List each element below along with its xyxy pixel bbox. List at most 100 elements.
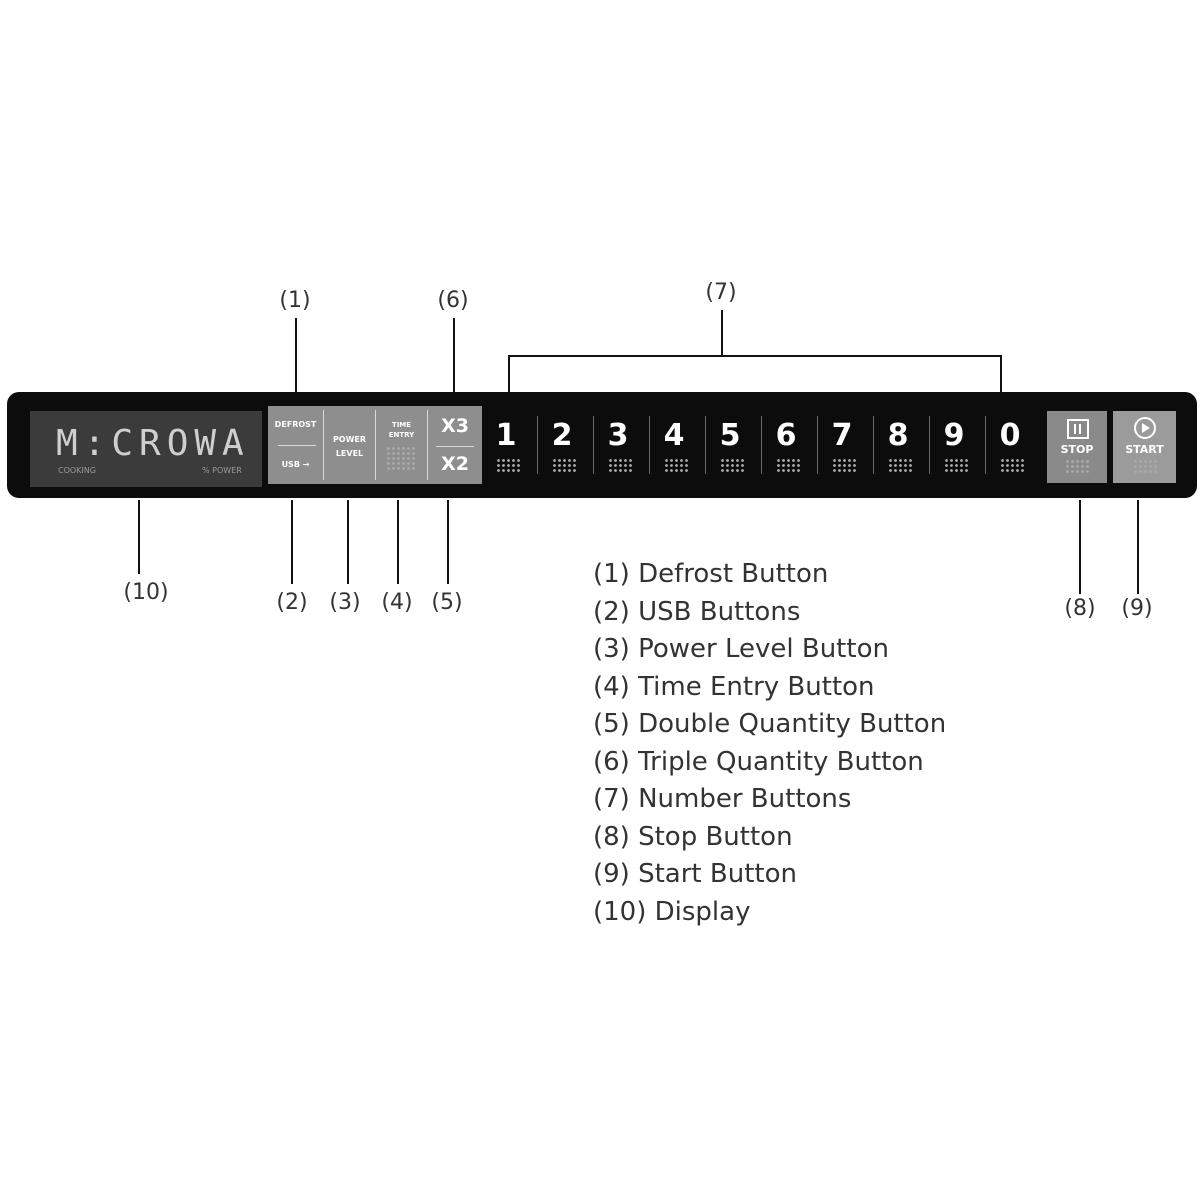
braille-dots — [664, 458, 688, 472]
time-entry-line1: TIME — [391, 421, 412, 429]
number-label: 0 — [999, 418, 1021, 453]
leader-line-10 — [138, 500, 140, 574]
divider — [817, 416, 818, 474]
number-label: 8 — [887, 418, 909, 453]
bracket-left-leg — [508, 355, 510, 392]
display-cooking-label: COOKING — [58, 466, 96, 475]
braille-dots — [1065, 459, 1089, 473]
braille-dots — [888, 458, 912, 472]
number-label: 4 — [663, 418, 685, 453]
bracket-number-buttons — [508, 355, 1002, 357]
callout-8: (8) — [1064, 596, 1096, 621]
legend-item: (8) Stop Button — [593, 821, 793, 852]
usb-icon: → — [302, 460, 310, 469]
leader-line-5 — [447, 500, 449, 584]
divider — [278, 445, 316, 446]
display: M:CROWA COOKING % POWER — [30, 411, 262, 487]
braille-dots — [496, 458, 520, 472]
number-button-9[interactable]: 9 — [930, 412, 982, 478]
display-power-label: % POWER — [202, 466, 242, 475]
divider — [593, 416, 594, 474]
bracket-right-leg — [1000, 355, 1002, 392]
power-level-button[interactable]: POWER LEVEL — [324, 433, 375, 461]
number-button-3[interactable]: 3 — [594, 412, 646, 478]
legend-item: (2) USB Buttons — [593, 596, 801, 627]
leader-line-1 — [295, 318, 297, 392]
power-level-line1: POWER — [332, 435, 367, 444]
legend-item: (6) Triple Quantity Button — [593, 746, 924, 777]
number-label: 9 — [943, 418, 965, 453]
divider — [929, 416, 930, 474]
callout-10: (10) — [123, 580, 169, 605]
usb-label: USB — [281, 460, 300, 469]
braille-dots — [944, 458, 968, 472]
divider — [436, 446, 474, 447]
divider — [427, 410, 428, 480]
legend-item: (4) Time Entry Button — [593, 671, 875, 702]
number-button-6[interactable]: 6 — [762, 412, 814, 478]
start-button[interactable]: START — [1113, 411, 1176, 483]
number-button-0[interactable]: 0 — [986, 412, 1038, 478]
number-button-7[interactable]: 7 — [818, 412, 870, 478]
number-label: 7 — [831, 418, 853, 453]
divider — [323, 410, 324, 480]
leader-line-8 — [1079, 500, 1081, 594]
braille-dots — [720, 458, 744, 472]
callout-2: (2) — [276, 590, 308, 615]
leader-line-3 — [347, 500, 349, 584]
number-label: 2 — [551, 418, 573, 453]
number-label: 3 — [607, 418, 629, 453]
legend-item: (7) Number Buttons — [593, 784, 852, 814]
callout-1: (1) — [279, 288, 311, 313]
play-icon — [1134, 417, 1156, 439]
callout-6: (6) — [437, 288, 469, 313]
callout-3: (3) — [329, 590, 361, 615]
number-button-1[interactable]: 1 — [482, 412, 534, 478]
number-label: 5 — [719, 418, 741, 453]
number-button-5[interactable]: 5 — [706, 412, 758, 478]
usb-button[interactable]: USB → — [268, 460, 323, 469]
divider — [649, 416, 650, 474]
stop-label: STOP — [1060, 443, 1094, 456]
leader-line-6 — [453, 318, 455, 392]
leader-line-7 — [721, 310, 723, 356]
time-entry-line2: ENTRY — [388, 431, 415, 439]
braille-dots — [832, 458, 856, 472]
legend-item: (5) Double Quantity Button — [593, 709, 947, 739]
braille-dots — [386, 446, 416, 472]
braille-dots — [776, 458, 800, 472]
legend-item: (10) Display — [593, 896, 751, 927]
time-entry-button[interactable]: TIME ENTRY — [376, 420, 427, 440]
number-button-4[interactable]: 4 — [650, 412, 702, 478]
callout-5: (5) — [431, 590, 463, 615]
divider — [375, 410, 376, 480]
callout-7: (7) — [705, 280, 737, 305]
display-text: M:CROWA — [56, 423, 250, 464]
divider — [761, 416, 762, 474]
power-level-line2: LEVEL — [335, 449, 364, 458]
double-quantity-button[interactable]: X2 — [441, 453, 469, 475]
stop-button[interactable]: STOP — [1047, 411, 1107, 483]
legend-item: (3) Power Level Button — [593, 634, 889, 664]
start-label: START — [1125, 443, 1164, 456]
braille-dots — [608, 458, 632, 472]
divider — [537, 416, 538, 474]
number-label: 6 — [775, 418, 797, 453]
divider — [985, 416, 986, 474]
braille-dots — [552, 458, 576, 472]
number-button-8[interactable]: 8 — [874, 412, 926, 478]
legend: (1) Defrost Button (2) USB Buttons (3) P… — [593, 556, 946, 931]
pause-icon — [1067, 419, 1089, 439]
legend-item: (9) Start Button — [593, 859, 797, 889]
number-label: 1 — [495, 418, 517, 453]
divider — [705, 416, 706, 474]
braille-dots — [1000, 458, 1024, 472]
callout-4: (4) — [381, 590, 413, 615]
defrost-button[interactable]: DEFROST — [274, 420, 317, 429]
leader-line-9 — [1137, 500, 1139, 594]
number-button-2[interactable]: 2 — [538, 412, 590, 478]
legend-item: (1) Defrost Button — [593, 559, 829, 589]
leader-line-4 — [397, 500, 399, 584]
divider — [873, 416, 874, 474]
triple-quantity-button[interactable]: X3 — [441, 415, 469, 437]
